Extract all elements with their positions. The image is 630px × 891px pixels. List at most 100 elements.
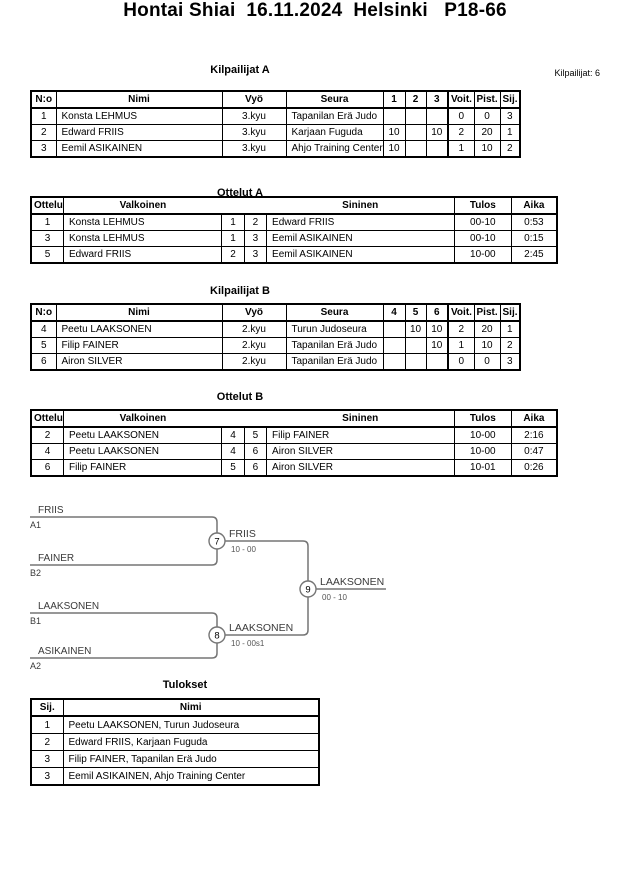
cell: Filip FAINER [266,426,455,444]
cell: Tapanilan Erä Judo [285,353,384,371]
match-number-badge [208,626,226,644]
cell: 10 [473,337,501,354]
bracket-winner-name: FRIIS [229,528,256,540]
cell: 10-00 [453,426,512,444]
cell: 0 [473,107,501,125]
cell: Karjaan Fuguda [285,124,384,141]
cell: Edward FRIIS, Karjaan Fuguda [62,733,320,751]
cell: 1 [499,124,521,141]
column-header: Valkoinen [62,409,222,428]
column-header: N:o [30,303,57,322]
column-header: Nimi [62,698,320,717]
cell: 6 [30,459,64,477]
cell: 2 [499,337,521,354]
cell: 2 [30,124,57,141]
column-header: Nimi [55,303,223,322]
cell [382,353,406,371]
column-header: 2 [404,90,427,109]
page-title: Hontai Shiai 16.11.2024 Helsinki P18-66 [123,0,507,21]
results-table: Sij. Nimi 1 Peetu LAAKSONEN, Turun Judos… [30,698,320,786]
cell: 4 [30,320,57,338]
cell: 00-10 [453,213,512,231]
pool-b-table: N:o Nimi Vyö Seura 4 5 6 Voit. Pist. Sij… [30,303,521,371]
bracket-winner-name: LAAKSONEN [229,622,293,634]
cell: 2 [447,320,475,338]
cell [382,320,406,338]
matches-b-table: Ottelu Valkoinen Sininen Tulos Aika 2 Pe… [30,409,558,477]
cell: Konsta LEHMUS [62,213,223,231]
header-row: Sij. Nimi [30,698,320,717]
competitors-count-note: Kilpailijat: 6 [554,68,600,78]
table-row: 2 Edward FRIIS 3.kyu Karjaan Fuguda 10 1… [30,124,521,141]
table-row: 3 Eemil ASIKAINEN 3.kyu Ahjo Training Ce… [30,140,521,158]
table-row: 4 Peetu LAAKSONEN 4 6 Airon SILVER 10-00… [30,443,558,460]
cell: 3 [499,107,521,125]
cell: 0:53 [510,213,558,231]
bracket-winner-name: LAAKSONEN [320,576,384,588]
bracket-score: 10 - 00s1 [231,639,265,648]
cell: 0 [447,353,475,371]
column-header [244,196,267,215]
cell: 00-10 [453,230,512,247]
column-header: 6 [425,303,449,322]
cell: 1 [221,213,245,231]
column-header [221,196,245,215]
cell: 2.kyu [221,353,287,371]
table-row: 3 Eemil ASIKAINEN, Ahjo Training Center [30,767,320,786]
column-header: Pist. [473,90,501,109]
column-header: Sij. [499,303,521,322]
cell [404,107,427,125]
pool-a-title: Kilpailijat A [210,64,270,76]
cell: 1 [447,140,475,158]
cell: 1 [30,107,57,125]
bracket-slot-name: ASIKAINEN [38,646,91,657]
column-header [221,409,245,428]
column-header: Vyö [221,90,287,109]
cell: 20 [473,320,501,338]
bracket-line [217,594,309,636]
cell [382,337,406,354]
cell: Filip FAINER [55,337,223,354]
cell: 10-00 [453,443,512,460]
bracket-slot-name: FRIIS [38,505,64,516]
cell: 20 [473,124,501,141]
column-header [244,409,267,428]
cell: 6 [30,353,57,371]
cell: 3 [30,767,64,786]
column-header: Ottelu [30,409,64,428]
cell: 10 [473,140,501,158]
cell: 0:47 [510,443,558,460]
bracket-slot-name: LAAKSONEN [38,601,99,612]
match-number: 8 [214,631,219,642]
pool-b-title: Kilpailijat B [210,285,270,297]
cell: Tapanilan Erä Judo [285,107,384,125]
cell [404,337,427,354]
column-header: Voit. [447,303,475,322]
cell: 10 [404,320,427,338]
column-header: N:o [30,90,57,109]
cell: 2 [30,426,64,444]
column-header: Aika [510,409,558,428]
cell: 5 [221,459,245,477]
column-header: 1 [382,90,406,109]
cell: 10-01 [453,459,512,477]
cell: 2 [30,733,64,751]
match-number-badge [208,532,226,550]
cell: Airon SILVER [266,459,455,477]
table-row: 1 Konsta LEHMUS 3.kyu Tapanilan Erä Judo… [30,107,521,125]
cell: Ahjo Training Center [285,140,384,158]
cell: 2 [221,246,245,264]
column-header: Sij. [30,698,64,717]
table-row: 1 Konsta LEHMUS 1 2 Edward FRIIS 00-10 0… [30,213,558,231]
cell: 4 [221,426,245,444]
column-header: Ottelu [30,196,64,215]
table-row: 5 Edward FRIIS 2 3 Eemil ASIKAINEN 10-00… [30,246,558,264]
cell: 3 [243,246,268,264]
cell: Eemil ASIKAINEN [266,246,455,264]
cell: 10 [382,124,406,141]
cell: 3.kyu [221,140,287,158]
table-row: 4 Peetu LAAKSONEN 2.kyu Turun Judoseura … [30,320,521,338]
bracket-slot-name: FAINER [38,553,74,564]
cell: 0 [447,107,475,125]
cell [425,353,449,371]
